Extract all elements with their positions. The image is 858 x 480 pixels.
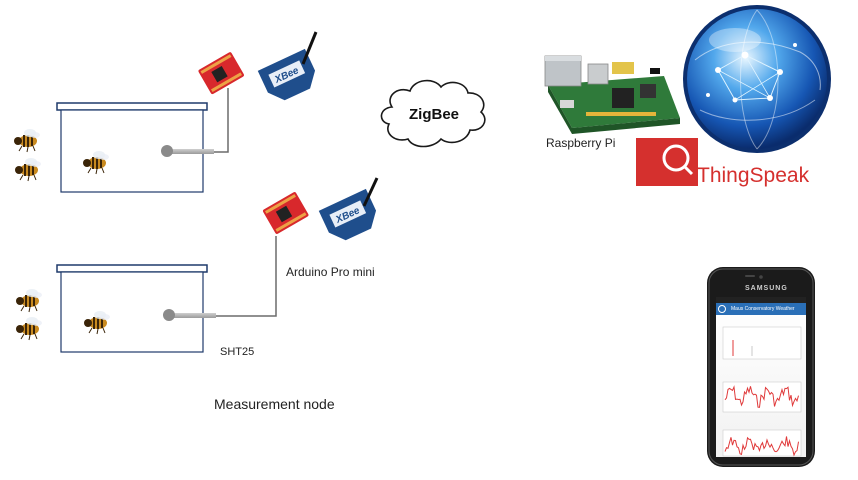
xbee-module-top: XBee — [257, 48, 316, 101]
wire-top — [214, 88, 229, 153]
antenna-top — [301, 31, 318, 65]
thingspeak-logo-icon — [636, 138, 698, 186]
raspberry-pi-label: Raspberry Pi — [546, 136, 616, 150]
arduino-board-bottom — [263, 192, 309, 234]
xbee-module-bottom: XBee — [318, 188, 377, 241]
phone-chart-1 — [722, 326, 802, 360]
globe-icon — [683, 5, 831, 153]
arduino-label: Arduino Pro mini — [286, 265, 375, 279]
hive-top — [56, 102, 208, 193]
sensor-probe-bottom — [163, 309, 216, 321]
measurement-node-caption: Measurement node — [214, 396, 335, 412]
phone-chart-3 — [722, 429, 802, 457]
zigbee-cloud-icon — [380, 79, 486, 148]
phone-app-title: Maus Conservatory Weather — [731, 306, 795, 312]
antenna-bottom — [362, 177, 379, 207]
hive-bottom — [56, 264, 208, 353]
thingspeak-label: ThingSpeak — [697, 164, 810, 187]
wire-bottom — [216, 236, 277, 317]
arduino-board-top — [198, 52, 244, 95]
sensor-probe-top — [161, 145, 214, 157]
sensor-label: SHT25 — [220, 346, 255, 358]
raspberry-pi-board — [544, 55, 680, 134]
phone-brand-label: SAMSUNG — [745, 285, 788, 292]
zigbee-label: ZigBee — [409, 106, 460, 123]
smartphone-icon — [707, 267, 815, 467]
phone-chart-2 — [722, 381, 802, 413]
